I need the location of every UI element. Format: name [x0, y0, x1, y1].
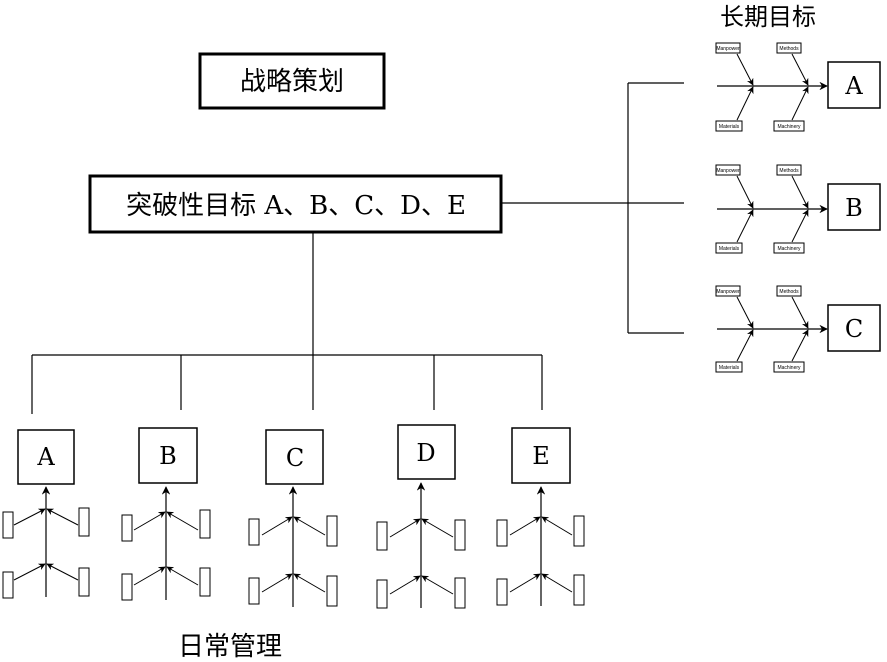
daily-connector — [31, 232, 543, 414]
cause-box-machinery — [454, 577, 466, 609]
svg-text:Manpower: Manpower — [716, 289, 740, 295]
cause-box-materials: Materials — [715, 242, 743, 254]
daily-goal-e: E — [496, 427, 585, 606]
cause-box-methods — [573, 515, 585, 547]
daily-goal-b: B — [121, 427, 211, 601]
long-term-fishbone-c: Manpower Methods Materials Machinery C — [715, 285, 881, 373]
cause-box-materials — [248, 577, 260, 605]
cause-box-methods — [326, 515, 338, 547]
cause-box-machinery — [573, 574, 585, 606]
cause-box-materials — [121, 573, 133, 601]
cause-box-manpower — [376, 521, 388, 551]
cause-box-manpower — [121, 514, 133, 542]
daily-goal-d: D — [376, 424, 466, 609]
breakthrough-goals-label: 突破性目标 A、B、C、D、E — [126, 191, 466, 221]
cause-box-manpower: Manpower — [715, 42, 741, 54]
daily-goal-b-label: B — [159, 442, 177, 470]
cause-box-machinery — [199, 567, 211, 597]
svg-text:Manpower: Manpower — [716, 46, 740, 52]
svg-text:Manpower: Manpower — [716, 168, 740, 174]
long-term-goal-b-label: B — [845, 194, 863, 222]
long-term-goals-title: 长期目标 — [720, 3, 816, 31]
daily-management-title: 日常管理 — [178, 632, 282, 662]
svg-text:Methods: Methods — [779, 168, 799, 174]
cause-box-manpower — [2, 511, 14, 539]
daily-goal-a-label: A — [36, 443, 55, 471]
daily-goal-a: A — [2, 429, 90, 599]
svg-text:Machinery: Machinery — [777, 124, 801, 130]
svg-text:Methods: Methods — [779, 289, 799, 295]
long-term-fishbone-b: Manpower Methods Materials Machinery B — [715, 164, 881, 254]
cause-box-manpower — [496, 519, 508, 547]
cause-box-manpower: Manpower — [715, 285, 741, 297]
long-term-goal-a-label: A — [844, 72, 863, 100]
cause-box-methods: Methods — [776, 164, 802, 176]
long-term-goal-c-label: C — [845, 315, 863, 343]
long-term-connector — [501, 82, 684, 334]
svg-text:Materials: Materials — [719, 124, 740, 130]
cause-box-materials — [496, 578, 508, 606]
daily-goal-e-label: E — [532, 442, 550, 470]
cause-box-materials — [376, 579, 388, 609]
daily-goal-c-label: C — [286, 444, 304, 472]
daily-goal-c: C — [248, 429, 338, 607]
svg-text:Machinery: Machinery — [777, 246, 801, 252]
svg-text:Machinery: Machinery — [777, 365, 801, 371]
cause-box-manpower — [248, 518, 260, 546]
daily-goal-d-label: D — [416, 439, 435, 467]
svg-text:Materials: Materials — [719, 365, 740, 371]
breakthrough-goals-node: 突破性目标 A、B、C、D、E — [88, 174, 503, 234]
cause-box-machinery: Machinery — [773, 361, 805, 373]
cause-box-machinery — [78, 567, 90, 597]
svg-text:Materials: Materials — [719, 246, 740, 252]
strategy-planning-node: 战略策划 — [198, 52, 386, 110]
cause-box-materials: Materials — [715, 361, 743, 373]
cause-box-manpower: Manpower — [715, 164, 741, 176]
cause-box-methods — [454, 519, 466, 551]
cause-box-machinery: Machinery — [773, 242, 805, 254]
cause-box-materials: Materials — [715, 120, 743, 132]
cause-box-methods: Methods — [776, 285, 802, 297]
cause-box-methods — [199, 509, 211, 539]
cause-box-machinery — [326, 575, 338, 607]
svg-text:Methods: Methods — [779, 46, 799, 52]
cause-box-methods: Methods — [776, 42, 802, 54]
cause-box-methods — [78, 507, 90, 537]
long-term-fishbone-a: Manpower Methods Materials Machinery A — [715, 42, 881, 132]
strategy-planning-label: 战略策划 — [240, 67, 344, 97]
cause-box-machinery: Machinery — [773, 120, 805, 132]
cause-box-materials — [2, 571, 14, 599]
